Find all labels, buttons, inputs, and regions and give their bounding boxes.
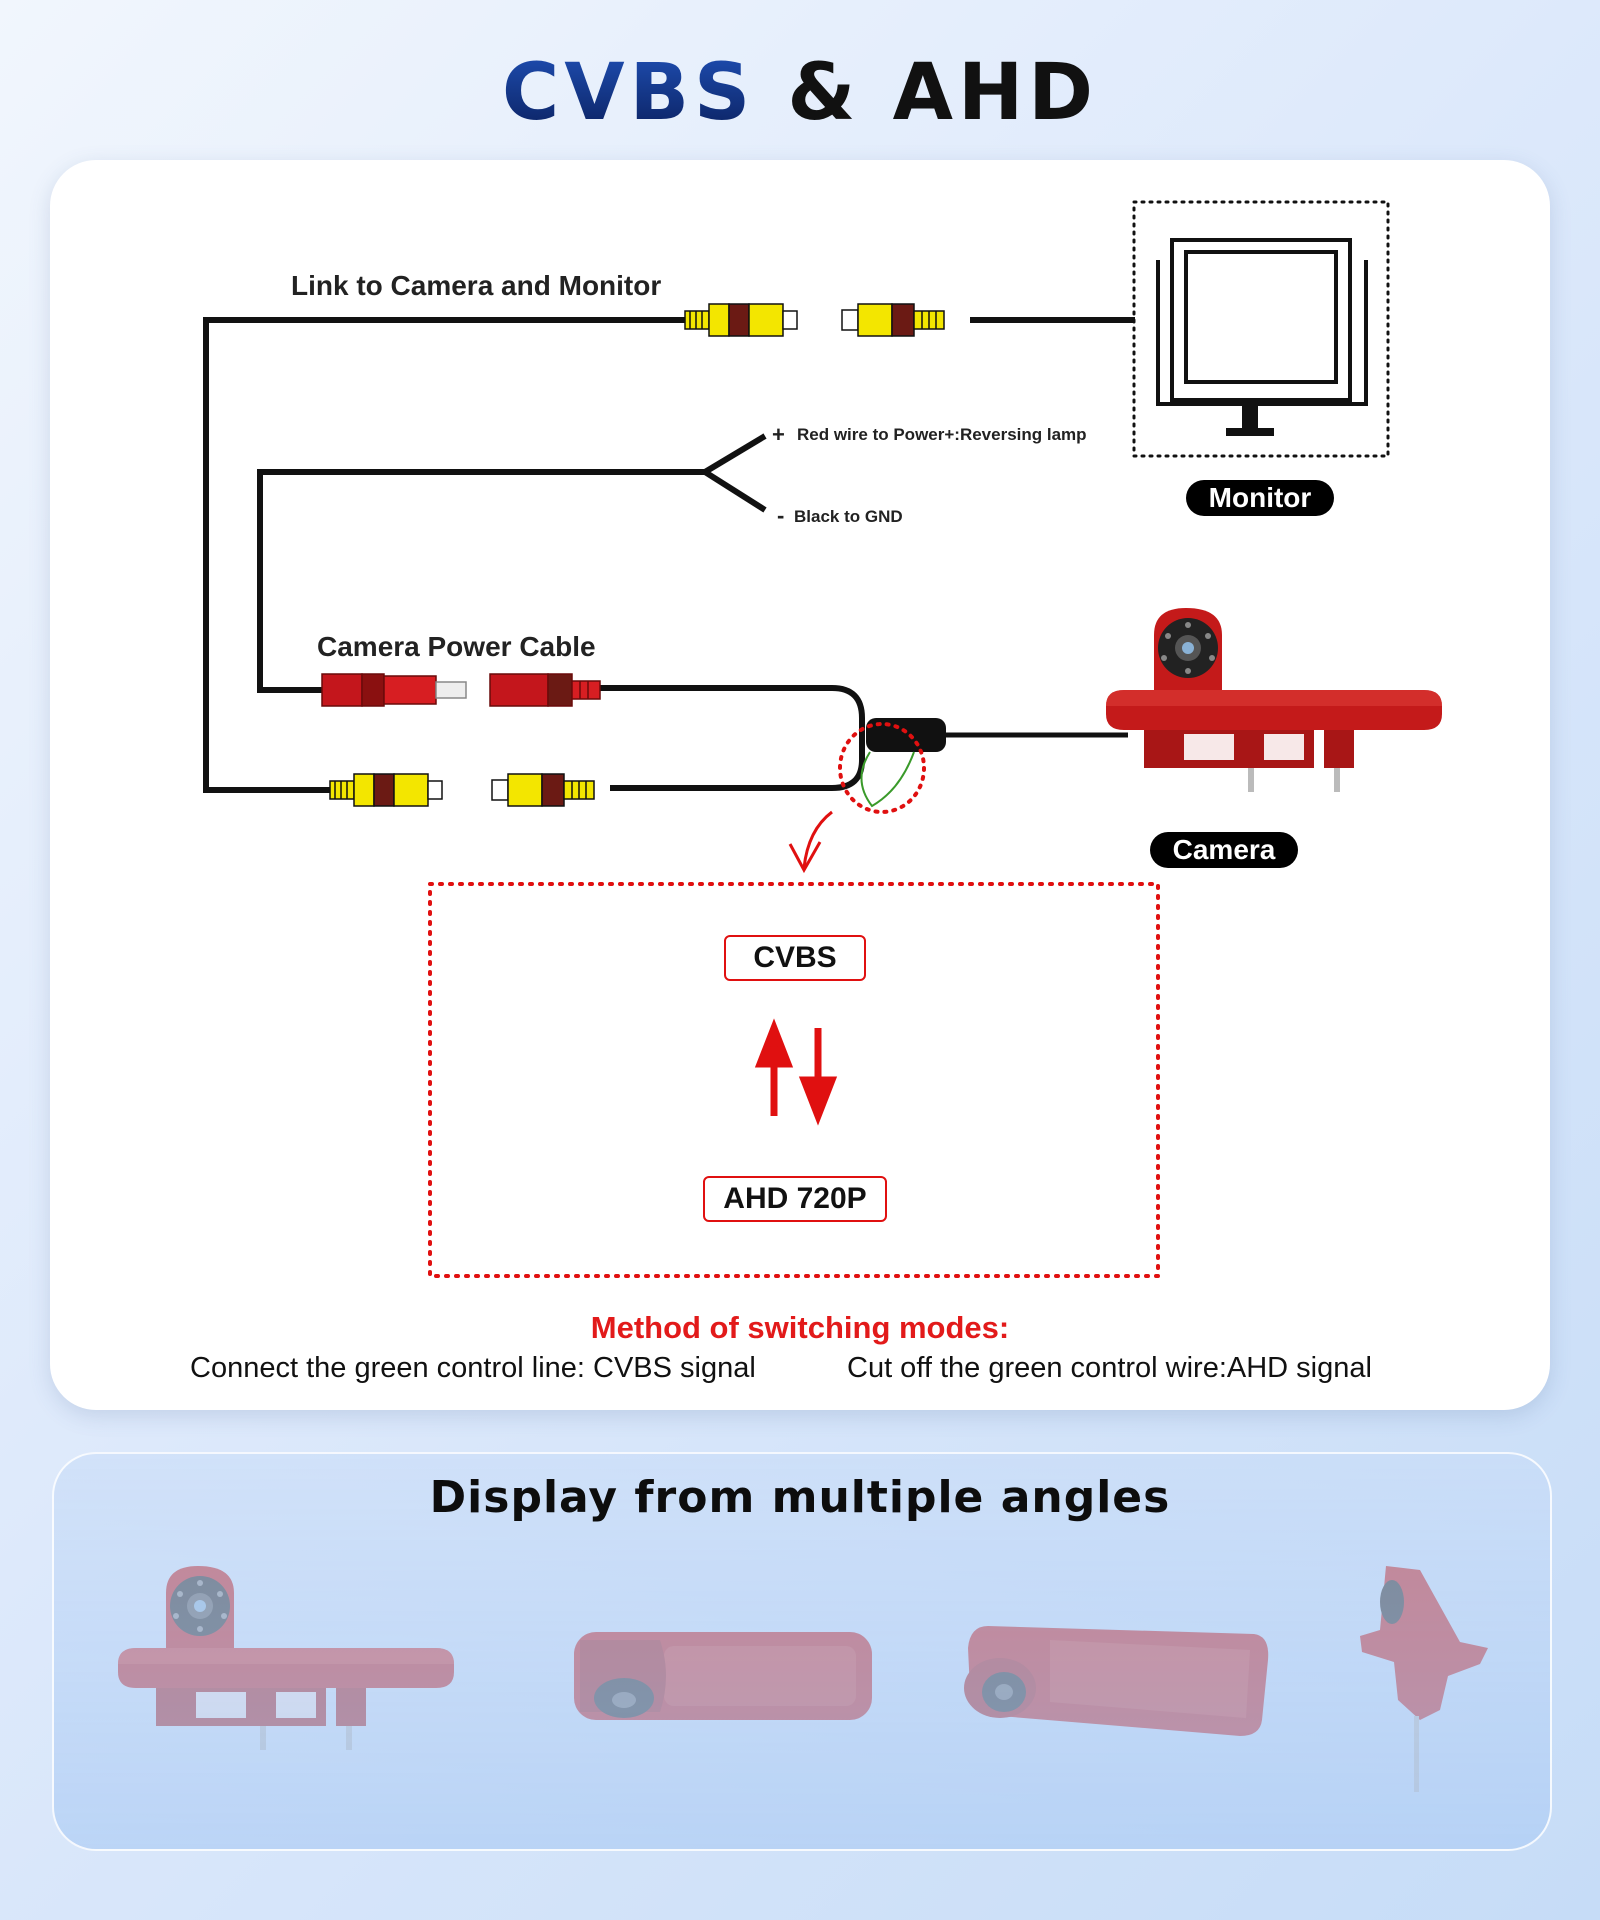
pointer-arrowhead (788, 841, 822, 874)
power-cable-label: Camera Power Cable (317, 631, 596, 662)
link-label: Link to Camera and Monitor (291, 270, 662, 301)
junction-highlight (838, 722, 926, 814)
video-cable (203, 317, 692, 793)
plus-sign: + (772, 422, 785, 447)
power-wire-positive (703, 433, 767, 475)
monitor-frame (1132, 200, 1390, 458)
camera-power-lead (598, 685, 865, 740)
method-cut-text: Cut off the green control wire:AHD signa… (847, 1352, 1372, 1384)
monitor-screen-outer (1170, 238, 1352, 402)
rca-female-bottom (491, 773, 595, 807)
title-ahd: & AHD (787, 48, 1098, 138)
power-cable (257, 469, 705, 693)
rca-male-top (684, 303, 798, 337)
camera-video-lead (610, 740, 865, 791)
method-connect-text: Connect the green control line: CVBS sig… (190, 1352, 756, 1384)
minus-sign: - (777, 503, 785, 528)
red-wire-label: Red wire to Power+:Reversing lamp (797, 425, 1087, 444)
camera-badge: Camera (1150, 832, 1298, 868)
monitor-base (1226, 428, 1274, 436)
dc-female-power (489, 673, 601, 707)
page-title: CVBS & AHD (0, 48, 1600, 138)
arrow-up (754, 1018, 794, 1116)
mode-ahd-box: AHD 720P (703, 1176, 887, 1222)
mode-cvbs-box: CVBS (724, 935, 866, 981)
arrow-down (798, 1028, 838, 1126)
rca-female-top (841, 303, 945, 337)
rca-male-bottom (329, 773, 443, 807)
monitor-stand (1242, 404, 1258, 428)
junction-box (866, 718, 946, 752)
method-title: Method of switching modes: (590, 1310, 1010, 1345)
gallery-title: Display from multiple angles (429, 1472, 1171, 1523)
mode-switch-box (428, 882, 1160, 1278)
monitor-badge: Monitor (1186, 480, 1334, 516)
black-wire-label: Black to GND (794, 507, 903, 526)
green-control-wire (860, 751, 915, 808)
title-cvbs: CVBS (502, 48, 756, 138)
power-wire-negative (703, 469, 767, 513)
pointer-arrow (802, 810, 833, 869)
camera-diagram-image (1106, 608, 1442, 792)
gallery-panel (52, 1452, 1552, 1851)
dc-male-power (321, 673, 467, 707)
monitor-bezel (1156, 260, 1368, 406)
monitor-screen-inner (1184, 250, 1338, 384)
